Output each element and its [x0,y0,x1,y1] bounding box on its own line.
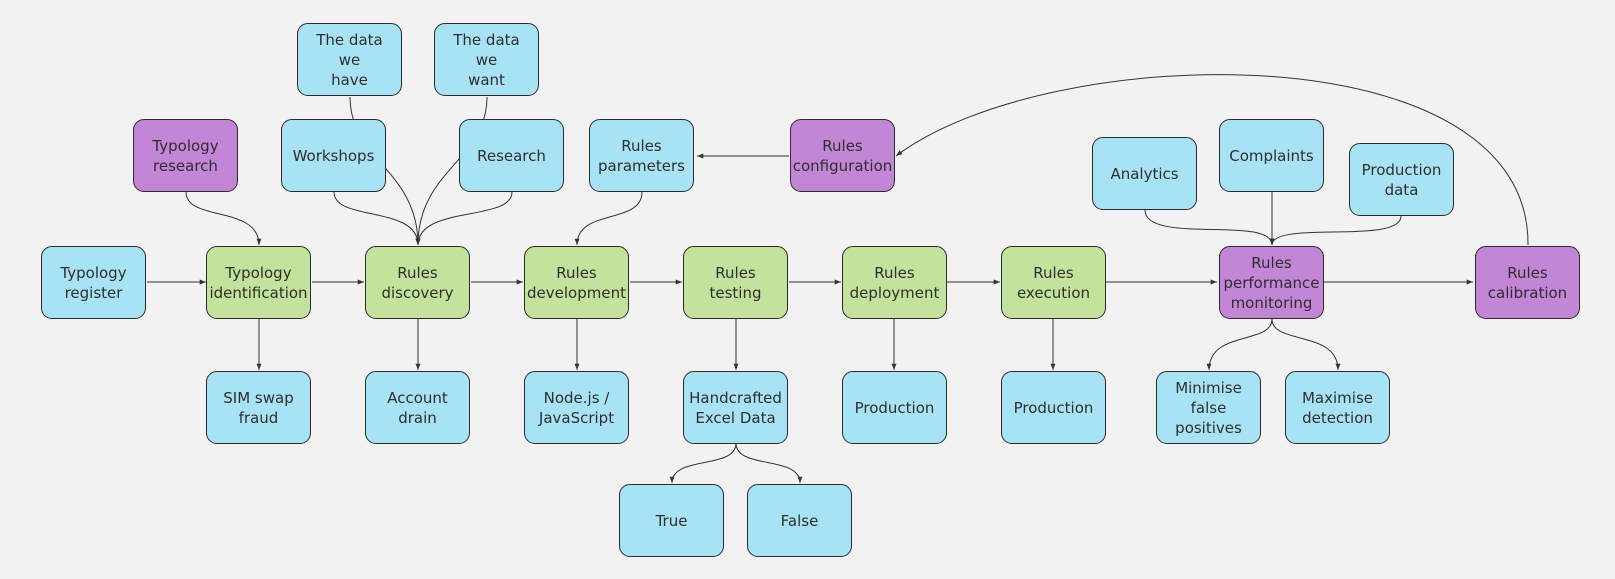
node-research: Research [459,119,564,192]
node-typology-register: Typology register [41,246,146,319]
edge-excel-to-false [735,442,803,484]
edge-monitoring-to-minimise [1206,318,1273,371]
node-account-drain: Account drain [365,371,470,444]
node-the-data-we-want: The data we want [434,23,539,96]
edge-excel-to-true [669,442,737,484]
node-nodejs-javascript: Node.js / JavaScript [524,371,629,444]
edge-research-to-identification [185,191,262,246]
node-maximise-detection: Maximise detection [1285,371,1390,444]
node-complaints: Complaints [1219,119,1324,192]
edge-parameters-to-development [574,191,643,246]
node-false: False [747,484,852,557]
node-rules-configuration: Rules configuration [790,119,895,192]
node-production-data: Production data [1349,143,1454,216]
node-the-data-we-have: The data we have [297,23,402,96]
node-typology-research: Typology research [133,119,238,192]
node-true: True [619,484,724,557]
node-rules-testing: Rules testing [683,246,788,319]
node-minimise-false-positives: Minimise false positives [1156,371,1261,444]
edge-analytics-to-monitoring [1144,209,1275,246]
node-rules-parameters: Rules parameters [589,119,694,192]
node-production-execution: Production [1001,371,1106,444]
edge-production-data-to-monitoring [1269,215,1402,246]
node-rules-performance-monitoring: Rules performance monitoring [1219,246,1324,319]
edge-research-to-discovery [415,191,513,246]
node-workshops: Workshops [281,119,386,192]
node-analytics: Analytics [1092,137,1197,210]
node-handcrafted-excel-data: Handcrafted Excel Data [683,371,788,444]
node-sim-swap-fraud: SIM swap fraud [206,371,311,444]
node-rules-deployment: Rules deployment [842,246,947,319]
node-rules-calibration: Rules calibration [1475,246,1580,319]
edge-monitoring-to-maximise [1271,318,1341,371]
edge-data-want-to-discovery [415,96,488,246]
edge-workshops-to-discovery [333,191,421,246]
node-rules-execution: Rules execution [1001,246,1106,319]
edge-calibration-to-configuration [895,74,1529,246]
node-rules-discovery: Rules discovery [365,246,470,319]
node-typology-identification: Typology identification [206,246,311,319]
node-production-deployment: Production [842,371,947,444]
node-rules-development: Rules development [524,246,629,319]
